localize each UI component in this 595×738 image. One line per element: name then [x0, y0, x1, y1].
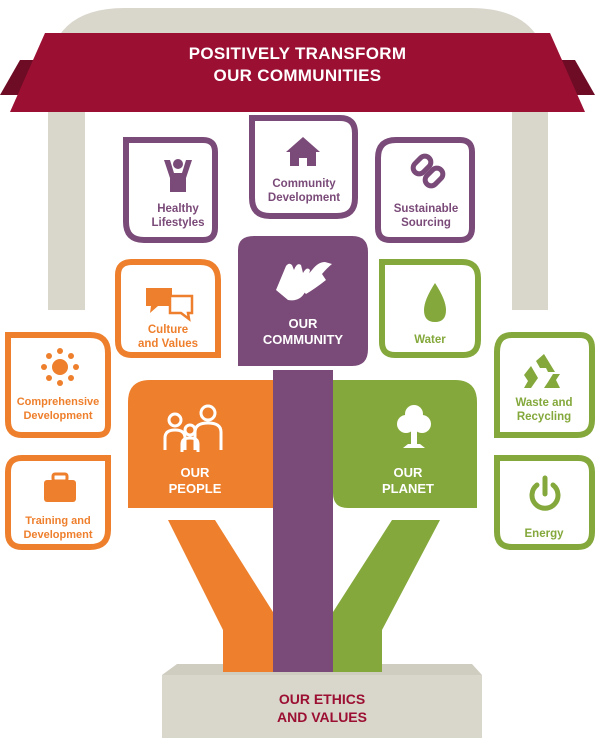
tile-training-development [5, 455, 111, 550]
tile-waste-recycling [494, 332, 595, 438]
community-development-line1: Community [272, 178, 336, 190]
banner-title: POSITIVELY TRANSFORM OUR COMMUNITIES [60, 43, 535, 87]
banner-line2: OUR COMMUNITIES [213, 66, 382, 85]
label-comprehensive-development: Comprehensive Development [6, 396, 110, 424]
comprehensive-development-line2: Development [23, 409, 93, 422]
sustainable-sourcing-line1: Sustainable [393, 203, 459, 215]
label-community-development: Community Development [250, 177, 358, 206]
purple-trunk [273, 370, 333, 672]
our-planet-line2: PLANET [382, 481, 434, 496]
person-raised-arms-icon [164, 159, 192, 192]
our-planet-line1: OUR [393, 465, 423, 480]
label-energy: Energy [494, 527, 594, 541]
our-community-line1: OUR [288, 316, 318, 331]
label-our-people: OUR PEOPLE [130, 465, 260, 497]
tree-icon [397, 405, 431, 448]
healthy-lifestyles-line1: Healthy [157, 203, 199, 215]
base-label: OUR ETHICS AND VALUES [162, 690, 482, 726]
comprehensive-development-line1: Comprehensive [16, 396, 100, 408]
label-healthy-lifestyles: Healthy Lifestyles [126, 202, 230, 231]
healthy-lifestyles-line2: Lifestyles [151, 217, 205, 230]
tile-community-development [249, 115, 358, 219]
base-line2: AND VALUES [277, 709, 367, 725]
family-icon [163, 404, 223, 452]
house-icon [286, 137, 320, 166]
label-water: Water [382, 333, 478, 347]
water-line1: Water [414, 334, 446, 346]
banner-shape [0, 33, 595, 112]
speech-bubbles-icon [146, 288, 194, 322]
our-people-line2: PEOPLE [168, 481, 222, 496]
chain-link-icon [410, 153, 446, 189]
training-development-line2: Development [23, 528, 93, 541]
label-waste-recycling: Waste and Recycling [494, 396, 594, 425]
energy-line1: Energy [524, 528, 564, 540]
sun-icon [41, 348, 79, 386]
tile-culture-values [115, 259, 221, 358]
our-people-line1: OUR [180, 465, 210, 480]
water-drop-icon [424, 283, 446, 322]
label-our-planet: OUR PLANET [348, 465, 468, 497]
banner-line1: POSITIVELY TRANSFORM [188, 44, 407, 63]
culture-values-line2: and Values [137, 338, 199, 351]
base-line1: OUR ETHICS [278, 691, 366, 707]
community-development-line2: Development [267, 192, 341, 205]
tile-our-people [128, 380, 273, 508]
label-training-development: Training and Development [6, 515, 110, 543]
orange-trunk [168, 520, 273, 672]
hands-icon [276, 262, 332, 301]
waste-recycling-line2: Recycling [516, 411, 572, 424]
label-our-community: OUR COMMUNITY [238, 316, 368, 348]
label-sustainable-sourcing: Sustainable Sourcing [374, 202, 478, 231]
tile-our-community [238, 236, 368, 366]
our-community-line2: COMMUNITY [262, 332, 344, 347]
label-culture-values: Culture and Values [118, 323, 218, 352]
briefcase-icon [44, 472, 76, 502]
training-development-line1: Training and [25, 515, 91, 527]
green-trunk [333, 520, 440, 672]
sustainable-sourcing-line2: Sourcing [401, 217, 451, 230]
power-icon [529, 475, 561, 511]
tile-our-planet [333, 380, 477, 508]
waste-recycling-line1: Waste and [515, 397, 573, 409]
tile-sustainable-sourcing [375, 137, 475, 243]
recycle-icon [524, 354, 560, 388]
tile-energy [494, 455, 595, 550]
culture-values-line1: Culture [147, 324, 189, 336]
